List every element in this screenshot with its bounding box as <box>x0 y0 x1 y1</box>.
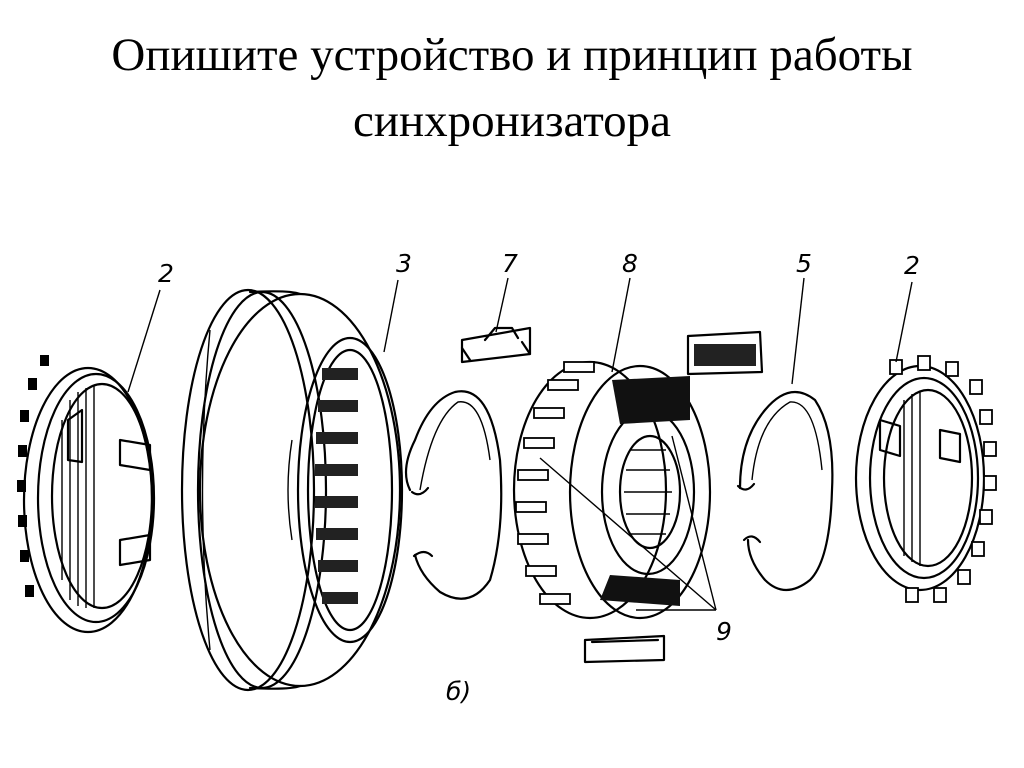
synchronizer-hub <box>512 360 712 620</box>
key-top <box>460 326 532 364</box>
slide-title: Опишите устройство и принцип работы синх… <box>0 22 1024 154</box>
sleeve-splines <box>315 368 358 604</box>
key-right <box>686 330 764 376</box>
blocking-ring-left <box>17 355 156 634</box>
ring-right-teeth <box>889 355 997 603</box>
label-sleeve: 3 <box>396 249 412 278</box>
label-key: 7 <box>502 249 518 278</box>
synchronizer-sleeve <box>180 288 404 692</box>
label-figure: б) <box>446 677 471 706</box>
spring-ring-left <box>404 390 503 600</box>
label-keys-pointer: 9 <box>716 617 732 646</box>
title-line-2: синхронизатора <box>353 95 671 147</box>
ring-left-teeth <box>17 355 49 597</box>
leader-lines <box>127 277 913 611</box>
label-ring-right: 2 <box>904 251 920 280</box>
blocking-ring-right <box>854 355 997 603</box>
label-ring-left: 2 <box>158 259 174 288</box>
label-hub: 8 <box>622 249 638 278</box>
label-spring: 5 <box>796 249 812 278</box>
title-line-1: Опишите устройство и принцип работы <box>111 29 913 81</box>
spring-ring-right <box>736 390 834 592</box>
hub-teeth <box>515 361 595 605</box>
key-bottom <box>583 634 666 664</box>
